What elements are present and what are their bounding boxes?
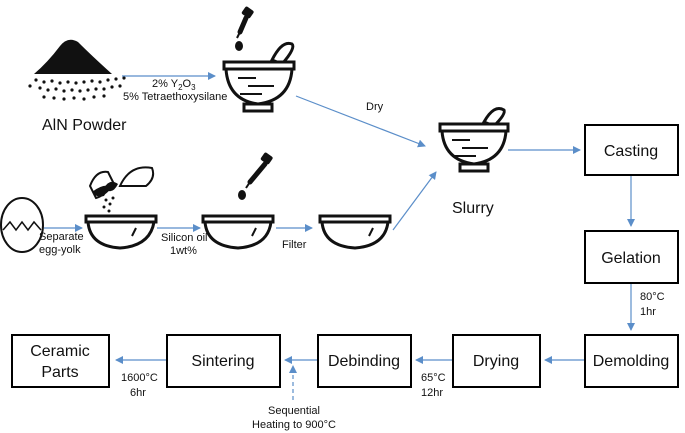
silicon-oil-label: Silicon oil: [161, 232, 207, 244]
aln-powder-label: AlN Powder: [42, 117, 127, 134]
demolding-box: Demolding: [584, 334, 679, 388]
gelation-time-label: 1hr: [640, 306, 656, 318]
aln-powder-pile-icon: [28, 39, 126, 101]
additive-y2o3-label: 2% Y2O3: [152, 78, 196, 92]
filtered-bowl-icon: [318, 214, 392, 250]
heating-label: Heating to 900°C: [252, 419, 336, 431]
sintering-time-label: 6hr: [130, 387, 146, 399]
ceramic-label-line1: Ceramic: [30, 343, 90, 360]
sintering-temp-label: 1600°C: [121, 372, 158, 384]
sequential-label: Sequential: [268, 405, 320, 417]
slurry-mortar-icon: [438, 107, 510, 173]
ceramic-label-line2: Parts: [41, 364, 78, 381]
demolding-label: Demolding: [593, 353, 669, 370]
casting-box: Casting: [584, 124, 679, 176]
drying-label: Drying: [473, 353, 519, 370]
arrow-dry-to-slurry: [295, 95, 426, 148]
mixing-bowl-icon: [201, 214, 275, 250]
casting-label: Casting: [604, 143, 658, 160]
arrow-filter-to-slurry: [392, 171, 437, 231]
separate-label-line1: Separate: [39, 231, 84, 243]
drying-temp-label: 65°C: [421, 372, 446, 384]
separate-label-line2: egg-yolk: [39, 244, 81, 256]
additive-teos-label: 5% Tetraethoxysilane: [123, 91, 227, 103]
gelation-label: Gelation: [601, 250, 661, 267]
dropper-icon: [238, 152, 273, 200]
drying-time-label: 12hr: [421, 387, 443, 399]
slurry-label: Slurry: [452, 200, 494, 217]
sintering-label: Sintering: [191, 353, 254, 370]
dry-label: Dry: [366, 101, 384, 113]
mortar-and-pestle-icon: [222, 41, 296, 113]
ceramic-parts-box: Ceramic Parts: [11, 334, 110, 388]
egg-icon: [0, 197, 44, 253]
debinding-box: Debinding: [317, 334, 412, 388]
debinding-label: Debinding: [328, 353, 400, 370]
dropper-icon: [235, 6, 254, 51]
yolk-bowl-icon: [84, 214, 158, 250]
cracked-egg-shell-icon: [88, 166, 155, 213]
filter-label: Filter: [282, 239, 307, 251]
sintering-box: Sintering: [166, 334, 281, 388]
gelation-temp-label: 80°C: [640, 291, 665, 303]
drying-box: Drying: [452, 334, 541, 388]
gelation-box: Gelation: [584, 230, 679, 284]
silicon-amount-label: 1wt%: [170, 245, 197, 257]
